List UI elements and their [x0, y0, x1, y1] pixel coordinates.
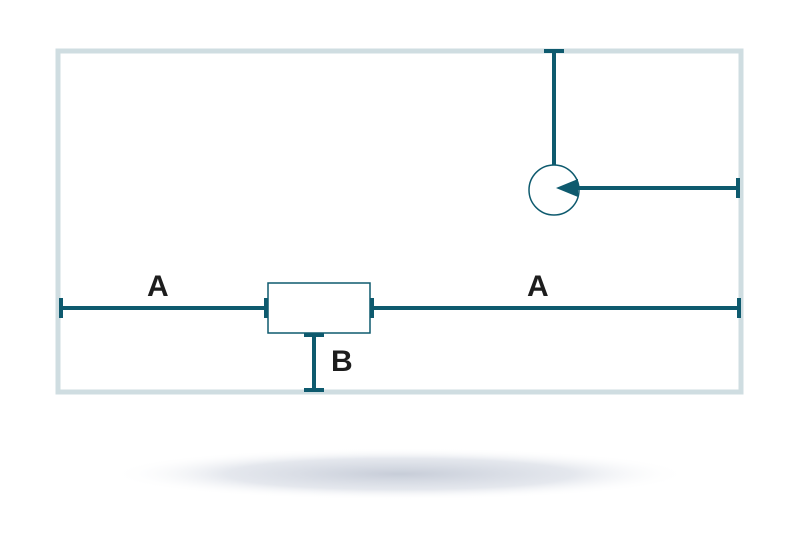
label-a-right: A	[527, 270, 549, 303]
horizontal-arrow	[556, 178, 740, 198]
label-b: B	[331, 345, 353, 378]
left-dimension-line	[59, 298, 268, 318]
bottom-stub-line	[304, 333, 324, 392]
floor-shadow	[110, 448, 690, 500]
right-dimension-line	[370, 298, 741, 318]
label-a-left: A	[147, 270, 169, 303]
center-box	[267, 282, 371, 334]
outer-frame	[55, 48, 744, 395]
